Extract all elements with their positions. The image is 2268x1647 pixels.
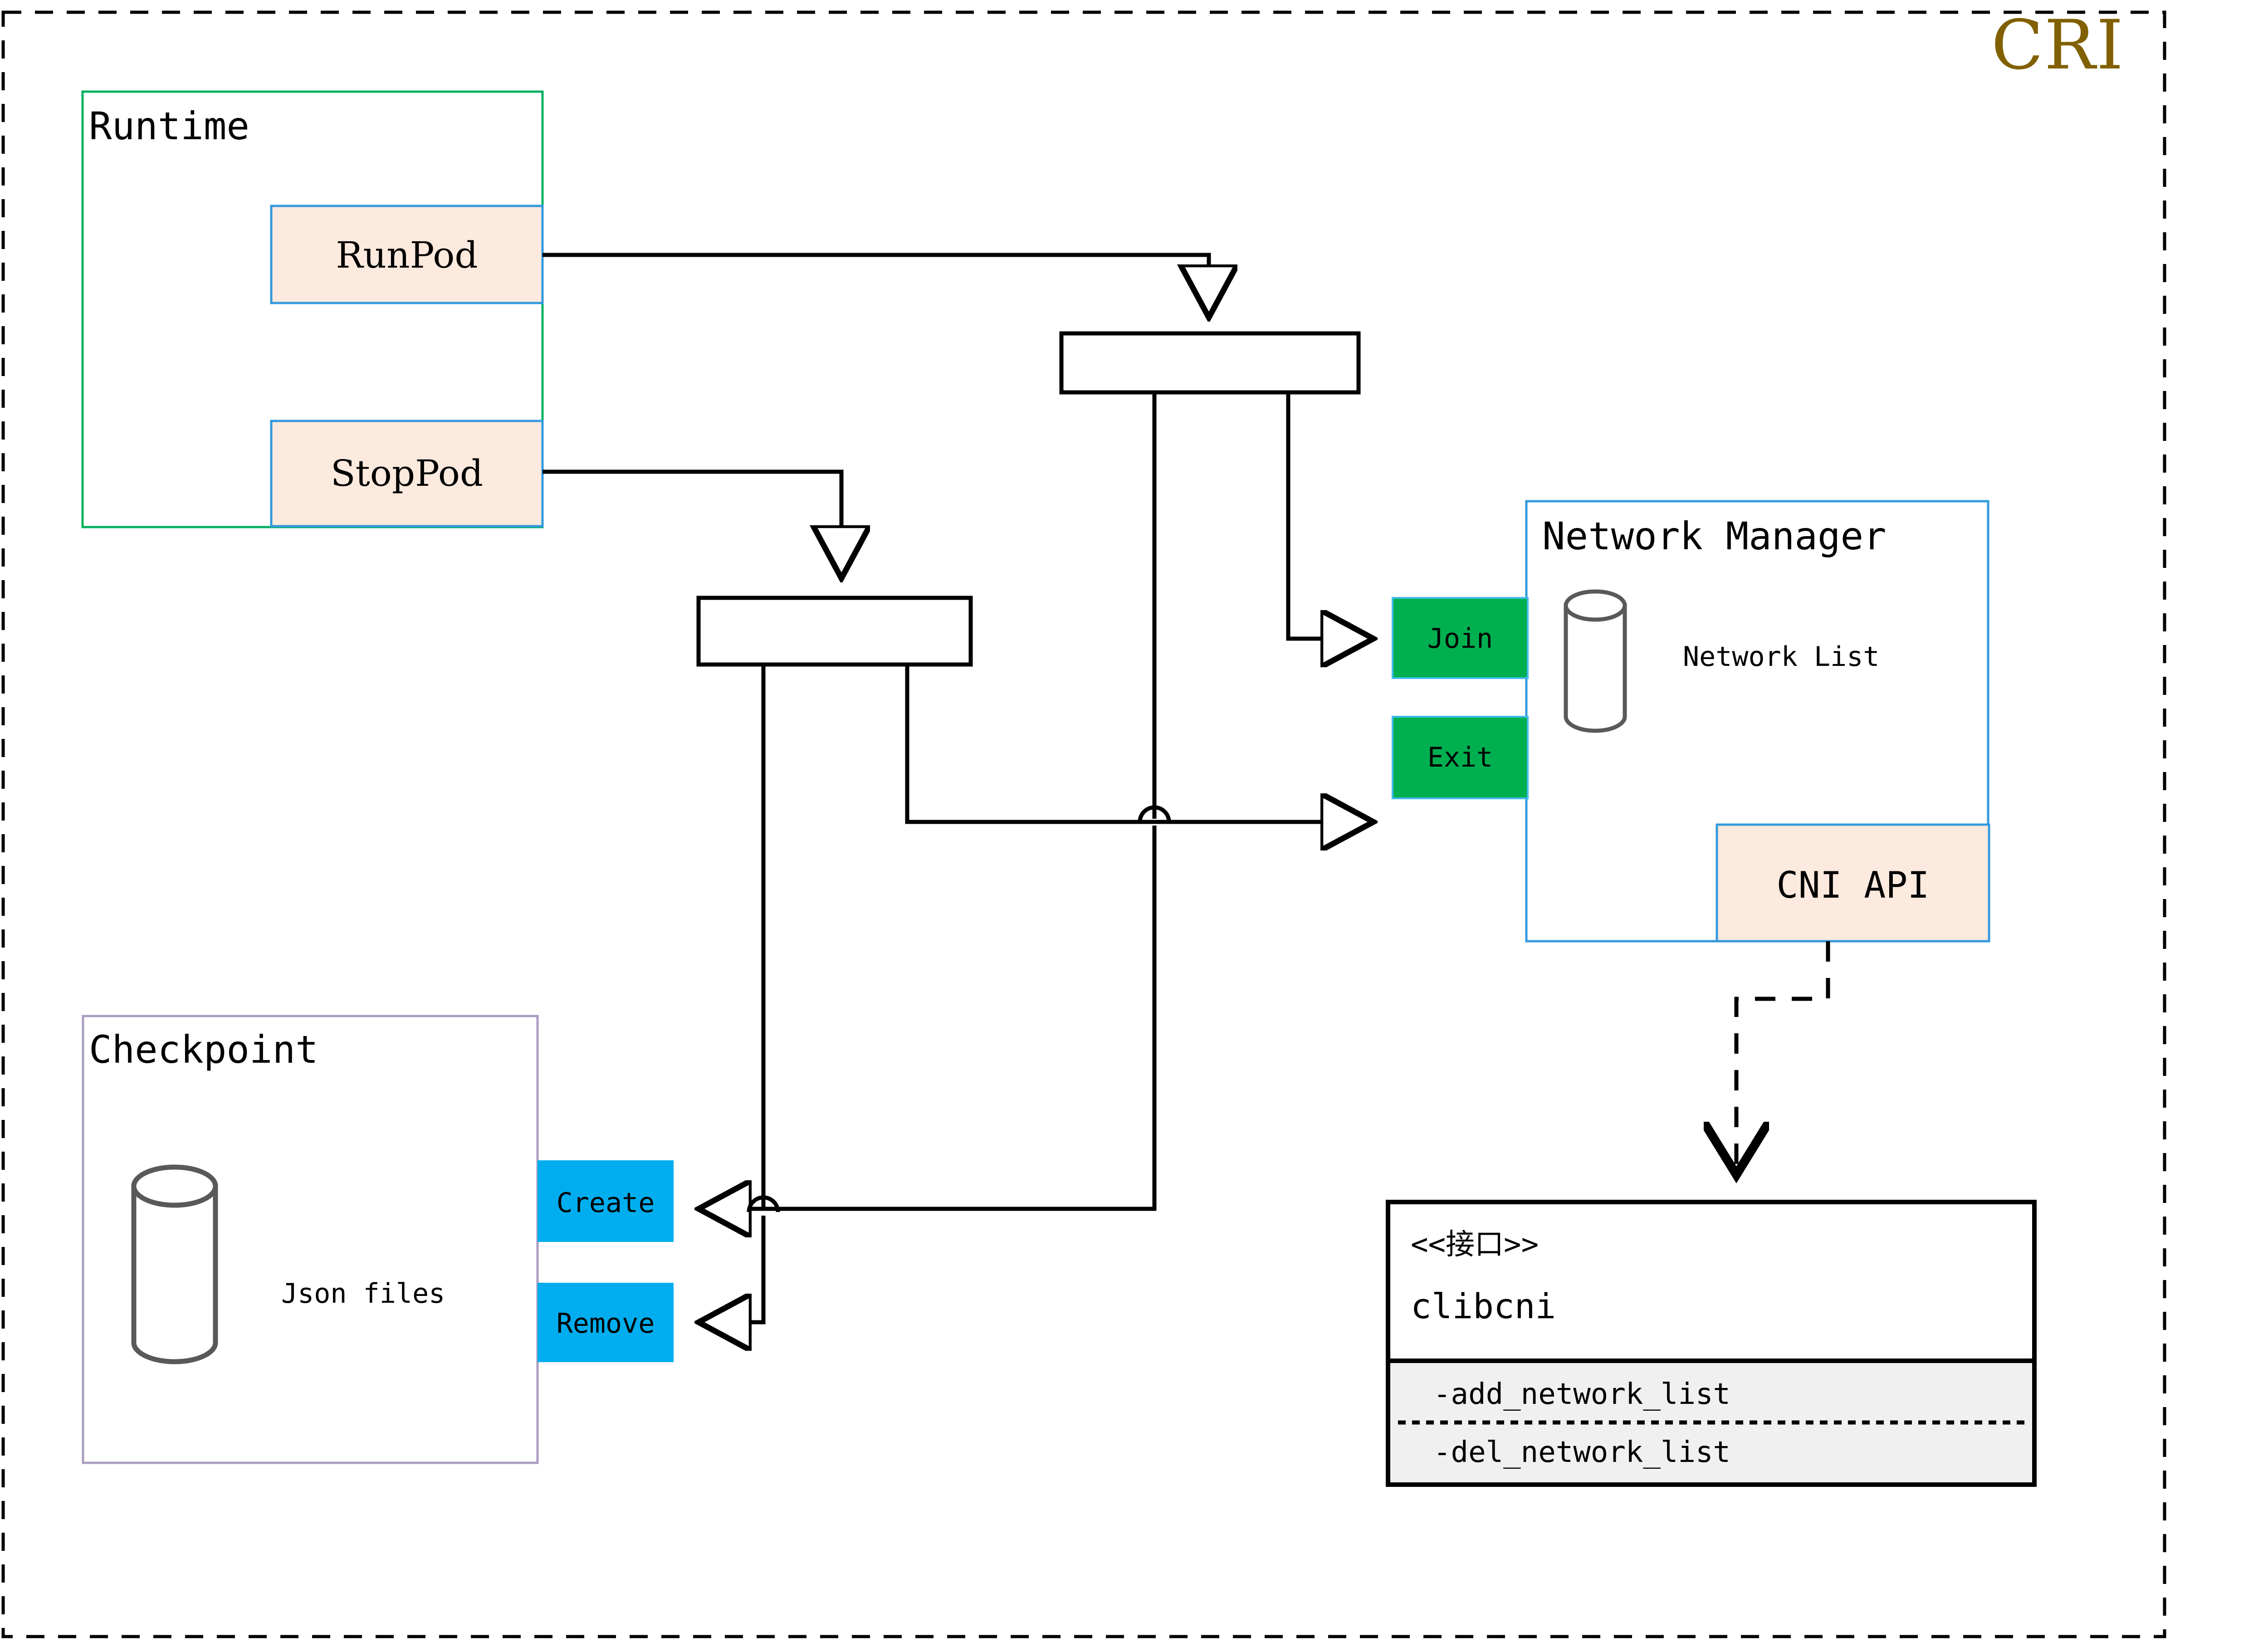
edge-fork-to-remove-lower [699,1216,766,1322]
json-files-label: Json files [281,1278,445,1310]
clibcni-operation-del: -del_network_list [1433,1436,1731,1469]
edge-stoppod-to-fork [543,469,841,578]
create-node-label: Create [556,1187,655,1219]
exit-port-label: Exit [1427,742,1493,773]
remove-node-label: Remove [556,1308,655,1339]
cni-api-node-box[interactable] [1716,823,1990,943]
runpod-node-label: RunPod [336,234,478,276]
line-hop-exit-crossing [1138,805,1171,822]
json-files-cylinder-icon [131,1164,218,1364]
edge-fork-to-create-lower [699,826,1157,1209]
clibcni-stereotype-label: <<接口>> [1411,1228,1539,1261]
runpod-node-box[interactable] [270,205,544,304]
clibcni-name-label: clibcni [1411,1286,1556,1326]
join-port-label: Join [1427,623,1493,655]
runpod-fork-bar [1059,331,1361,395]
clibcni-operation-add: -add_network_list [1433,1378,1731,1411]
network-list-cylinder-icon [1564,589,1627,733]
stoppod-node-box[interactable] [270,420,544,528]
edge-fork-to-exit [905,665,1374,822]
cni-api-node-label: CNI API [1776,864,1930,906]
outer-frame [1,10,2166,1638]
create-node-box[interactable] [538,1160,674,1242]
stoppod-fork-bar [696,596,973,667]
edge-cniapi-to-clibcni [1736,941,1830,1175]
edge-runpod-to-fork [543,253,1209,318]
network-manager-group-label: Network Manager [1542,514,1887,558]
stoppod-node-label: StopPod [330,452,484,494]
edge-fork-to-join [1286,392,1374,639]
network-list-label: Network List [1683,641,1880,673]
checkpoint-group-label: Checkpoint [89,1027,318,1072]
line-hop-create-crossing [747,1195,780,1212]
page-title: CRI [1991,6,2124,85]
exit-port-box[interactable] [1392,716,1529,799]
join-port-box[interactable] [1392,597,1529,679]
runtime-group-label: Runtime [89,104,250,148]
remove-node-box[interactable] [538,1283,674,1362]
